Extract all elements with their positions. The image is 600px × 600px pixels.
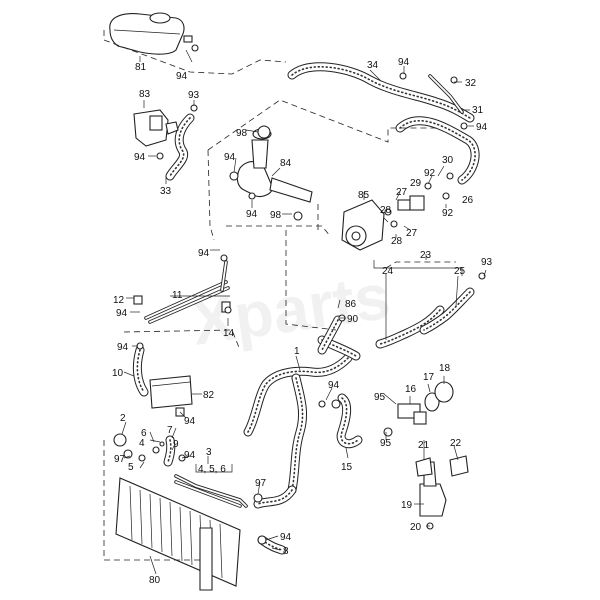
label-94: 94 (134, 152, 146, 163)
label-84: 84 (280, 158, 292, 169)
expansion-tank-81 (109, 12, 193, 55)
label-20: 20 (410, 522, 422, 533)
label-33: 33 (160, 186, 172, 197)
label-92: 92 (442, 208, 454, 219)
hose-33 (165, 113, 195, 181)
label-8: 8 (283, 546, 289, 557)
oil-cooler-82 (149, 375, 193, 417)
label-93: 93 (481, 257, 493, 268)
label-28: 28 (391, 236, 403, 247)
label-17: 17 (423, 372, 435, 383)
label-34: 34 (367, 60, 379, 71)
label-94: 94 (176, 71, 188, 82)
label-10: 10 (112, 368, 124, 379)
label-15: 15 (341, 462, 353, 473)
label-11: 11 (172, 290, 183, 301)
label-31: 31 (472, 105, 484, 116)
hose-90 (317, 315, 343, 355)
hose-24 (375, 305, 445, 349)
label-94: 94 (246, 209, 258, 220)
label-94: 94 (198, 248, 210, 259)
label-93: 93 (188, 90, 200, 101)
flange-17 (424, 381, 454, 412)
label-2: 2 (120, 413, 126, 424)
label-1: 1 (294, 346, 300, 357)
label-456: 4, 5, 6 (198, 464, 226, 475)
label-97: 97 (255, 478, 267, 489)
sensor-housing-83 (133, 109, 179, 147)
label-94: 94 (476, 122, 488, 133)
label-81: 81 (135, 62, 147, 73)
label-7: 7 (167, 425, 173, 436)
label-14: 14 (223, 328, 235, 339)
label-80: 80 (149, 575, 161, 586)
part-labels: 81 94 34 94 32 31 94 83 93 98 94 84 94 3… (112, 57, 493, 586)
radiator-80 (115, 477, 241, 591)
bracket-19 (419, 461, 447, 517)
dashed-outlines (103, 30, 456, 561)
label-90: 90 (347, 314, 359, 325)
label-26: 26 (462, 195, 474, 206)
hose-lower (253, 485, 297, 509)
label-28: 28 (380, 205, 392, 216)
label-83: 83 (139, 89, 151, 100)
hose-1 (243, 335, 361, 495)
label-4: 4 (139, 438, 145, 449)
thermostat-housing-84 (236, 128, 313, 203)
label-82: 82 (203, 390, 215, 401)
hose-30 (395, 116, 480, 185)
label-97: 97 (114, 454, 126, 465)
label-16: 16 (405, 384, 417, 395)
label-98: 98 (236, 128, 248, 139)
hose-25 (419, 287, 475, 335)
label-18: 18 (439, 363, 451, 374)
label-94: 94 (184, 450, 196, 461)
label-12: 12 (113, 295, 125, 306)
label-6: 6 (141, 428, 147, 439)
pipes (144, 74, 464, 508)
leader-lines (121, 49, 487, 575)
label-19: 19 (401, 500, 413, 511)
label-86: 86 (345, 299, 357, 310)
watermark-text: Xparts (187, 260, 394, 359)
label-5: 5 (128, 462, 134, 473)
label-92: 92 (424, 168, 436, 179)
label-98: 98 (270, 210, 282, 221)
label-27: 27 (396, 187, 408, 198)
label-27: 27 (406, 228, 418, 239)
hose-34 (287, 62, 475, 123)
label-94: 94 (117, 342, 129, 353)
label-94: 94 (116, 308, 128, 319)
label-3: 3 (206, 447, 212, 458)
hose-10 (132, 345, 149, 397)
valve-16 (397, 403, 427, 425)
label-95: 95 (380, 438, 392, 449)
label-25: 25 (454, 266, 466, 277)
label-94: 94 (224, 152, 236, 163)
hoses (132, 62, 480, 555)
label-95: 95 (374, 392, 386, 403)
clips-21-22 (415, 455, 469, 477)
label-24: 24 (382, 266, 394, 277)
label-21: 21 (418, 440, 430, 451)
label-94: 94 (328, 380, 340, 391)
label-29: 29 (410, 178, 422, 189)
label-94: 94 (184, 416, 196, 427)
label-30: 30 (442, 155, 454, 166)
hose-15 (336, 393, 363, 449)
label-94: 94 (280, 532, 292, 543)
label-22: 22 (450, 438, 462, 449)
clamps (113, 44, 486, 545)
label-32: 32 (465, 78, 477, 89)
label-94: 94 (398, 57, 410, 68)
coolant-pump-85 (341, 195, 425, 251)
label-85: 85 (358, 190, 370, 201)
hose-9 (163, 435, 176, 467)
label-9: 9 (173, 439, 179, 450)
label-23: 23 (420, 250, 432, 261)
